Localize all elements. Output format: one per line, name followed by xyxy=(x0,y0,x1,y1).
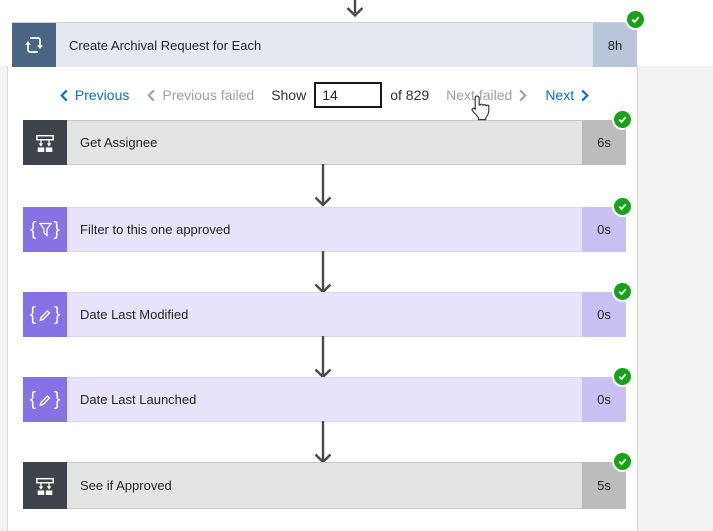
action-date-last-modified[interactable]: { } Date Last Modified 0s xyxy=(23,292,626,337)
action-title: Date Last Modified xyxy=(80,307,189,322)
of-total-label: of 829 xyxy=(390,87,430,103)
action-title: Filter to this one approved xyxy=(80,222,231,237)
chevron-left-icon xyxy=(146,89,157,102)
action-duration: 5s xyxy=(582,462,626,509)
action-duration: 0s xyxy=(582,377,626,422)
canvas-right-gutter xyxy=(637,66,713,531)
loop-iteration-pager: Previous Previous failed Show of 829 Nex… xyxy=(12,80,637,110)
loop-title: Create Archival Request for Each xyxy=(69,37,262,53)
chevron-right-icon xyxy=(517,89,528,102)
loop-repeat-icon xyxy=(12,23,56,67)
connector-arrow xyxy=(311,336,335,379)
iteration-number-input[interactable] xyxy=(314,82,383,108)
canvas-left-gutter xyxy=(0,66,8,531)
success-check-icon xyxy=(627,11,644,28)
success-check-icon xyxy=(614,368,631,385)
connector-arrow xyxy=(343,0,367,17)
chevron-right-icon xyxy=(579,89,590,102)
compose-icon: { } xyxy=(23,292,67,337)
action-get-assignee[interactable]: Get Assignee 6s xyxy=(23,120,626,165)
next-failed-label: Next failed xyxy=(446,87,513,103)
success-check-icon xyxy=(614,198,631,215)
show-label: Show xyxy=(271,87,307,103)
action-filter-to-this-one-approved[interactable]: { } Filter to this one approved 0s xyxy=(23,207,626,252)
previous-button[interactable]: Previous xyxy=(59,87,129,103)
success-check-icon xyxy=(614,453,631,470)
previous-label: Previous xyxy=(74,87,130,103)
compose-icon: { } xyxy=(23,377,67,422)
success-check-icon xyxy=(614,111,631,128)
action-title: See if Approved xyxy=(80,478,172,493)
filter-icon: { } xyxy=(23,207,67,252)
action-date-last-launched[interactable]: { } Date Last Launched 0s xyxy=(23,377,626,422)
next-button[interactable]: Next xyxy=(545,87,590,103)
chevron-left-icon xyxy=(59,89,70,102)
action-title: Get Assignee xyxy=(80,135,158,150)
connector-arrow xyxy=(311,164,335,207)
action-see-if-approved[interactable]: See if Approved 5s xyxy=(23,462,626,509)
previous-failed-label: Previous failed xyxy=(162,87,255,103)
next-label: Next xyxy=(545,87,575,103)
success-check-icon xyxy=(614,283,631,300)
connector-arrow xyxy=(311,251,335,294)
switch-icon xyxy=(23,120,67,165)
switch-icon xyxy=(23,462,67,509)
next-failed-button[interactable]: Next failed xyxy=(446,87,528,103)
connector-arrow xyxy=(311,421,335,464)
loop-block-header[interactable]: Create Archival Request for Each 8h xyxy=(12,22,637,67)
loop-duration: 8h xyxy=(593,23,637,67)
previous-failed-button[interactable]: Previous failed xyxy=(146,87,254,103)
action-title: Date Last Launched xyxy=(80,392,197,407)
